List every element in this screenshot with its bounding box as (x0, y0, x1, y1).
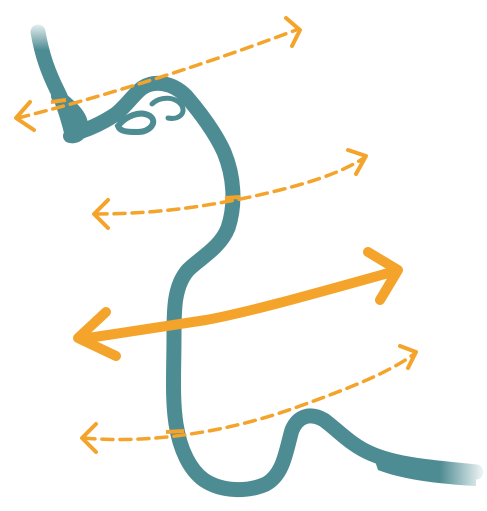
crossing-mark-2 (225, 197, 240, 198)
crossing-mark-1 (51, 100, 66, 102)
river-fade-top (20, 20, 70, 50)
river-fade-right (440, 450, 487, 495)
river-channel (38, 32, 476, 490)
double-headed-arrow-icon (78, 252, 398, 356)
dashed-arrow-right-icon (84, 354, 414, 440)
crossing-marks (51, 100, 240, 432)
crossing-mark-3 (166, 431, 184, 432)
river-oxbow-small (152, 98, 183, 118)
river-icon (20, 20, 487, 495)
main-arrow-shaft (88, 272, 392, 338)
arrowhead-right-icon (348, 150, 366, 174)
arrowhead-right-icon (400, 346, 416, 368)
